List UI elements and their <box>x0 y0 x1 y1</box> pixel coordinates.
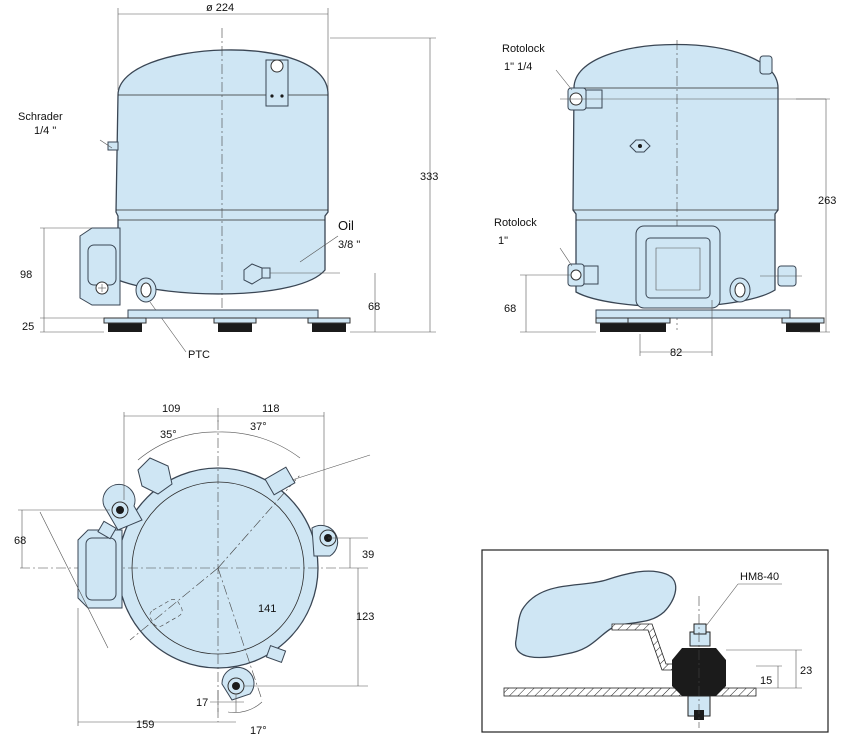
lifting-lug <box>265 59 289 107</box>
schrader-size: 1/4 " <box>34 125 56 137</box>
top-terminal-box <box>77 529 123 609</box>
top-angle-17: 17° <box>250 725 267 737</box>
grommet-label: HM8-40 <box>740 571 779 583</box>
ptc-label: PTC <box>188 349 210 361</box>
mount-detail: HM8-40 23 15 <box>481 549 829 733</box>
detail-body-blob <box>515 570 677 659</box>
schrader-label: Schrader <box>18 111 63 123</box>
oil-size: 3/8 " <box>338 239 360 251</box>
schrader-valve <box>99 139 119 151</box>
rotolock-top-label: Rotolock <box>502 43 545 55</box>
front-dim-68: 68 <box>368 301 380 313</box>
oil-label: Oil <box>338 218 354 233</box>
top-fittings <box>97 457 296 664</box>
top-dim-159: 159 <box>136 719 154 731</box>
rotolock-bottom-size: 1" <box>498 235 508 247</box>
top-dim-109: 109 <box>162 403 180 415</box>
top-angle-37: 37° <box>250 421 267 433</box>
front-diameter: ø 224 <box>206 2 234 14</box>
front-feet <box>103 317 351 332</box>
top-dim-141: 141 <box>258 603 276 615</box>
side-dim-68: 68 <box>504 303 516 315</box>
rotolock-top <box>555 69 826 111</box>
side-shell <box>572 43 779 308</box>
mount-dim-15: 15 <box>760 675 772 687</box>
top-dim-118: 118 <box>262 403 280 415</box>
top-dim-17: 17 <box>196 697 208 709</box>
front-view: Schrader 1/4 " Oil 3/8 " PTC <box>18 2 438 361</box>
oil-fitting <box>243 235 340 285</box>
terminal-box <box>79 227 121 306</box>
top-dim-39: 39 <box>362 549 374 561</box>
ptc-port <box>135 277 187 353</box>
top-angle-35: 35° <box>160 429 177 441</box>
front-dim-98: 98 <box>20 269 32 281</box>
top-view: 109 118 35° 37° 68 39 123 141 17 159 17° <box>14 403 374 737</box>
top-dim-68: 68 <box>14 535 26 547</box>
mount-dim-23: 23 <box>800 665 812 677</box>
front-dim-25: 25 <box>22 321 34 333</box>
front-height-333: 333 <box>420 171 438 183</box>
side-terminal-cover <box>635 225 721 309</box>
top-dim-123: 123 <box>356 611 374 623</box>
rotolock-top-size: 1" 1/4 <box>504 61 532 73</box>
rotolock-bottom-label: Rotolock <box>494 217 537 229</box>
side-dim-82: 82 <box>670 347 682 359</box>
front-shell <box>115 49 329 295</box>
side-view: Rotolock 1" 1/4 Rotolock 1" <box>494 40 836 359</box>
side-dim-263: 263 <box>818 195 836 207</box>
